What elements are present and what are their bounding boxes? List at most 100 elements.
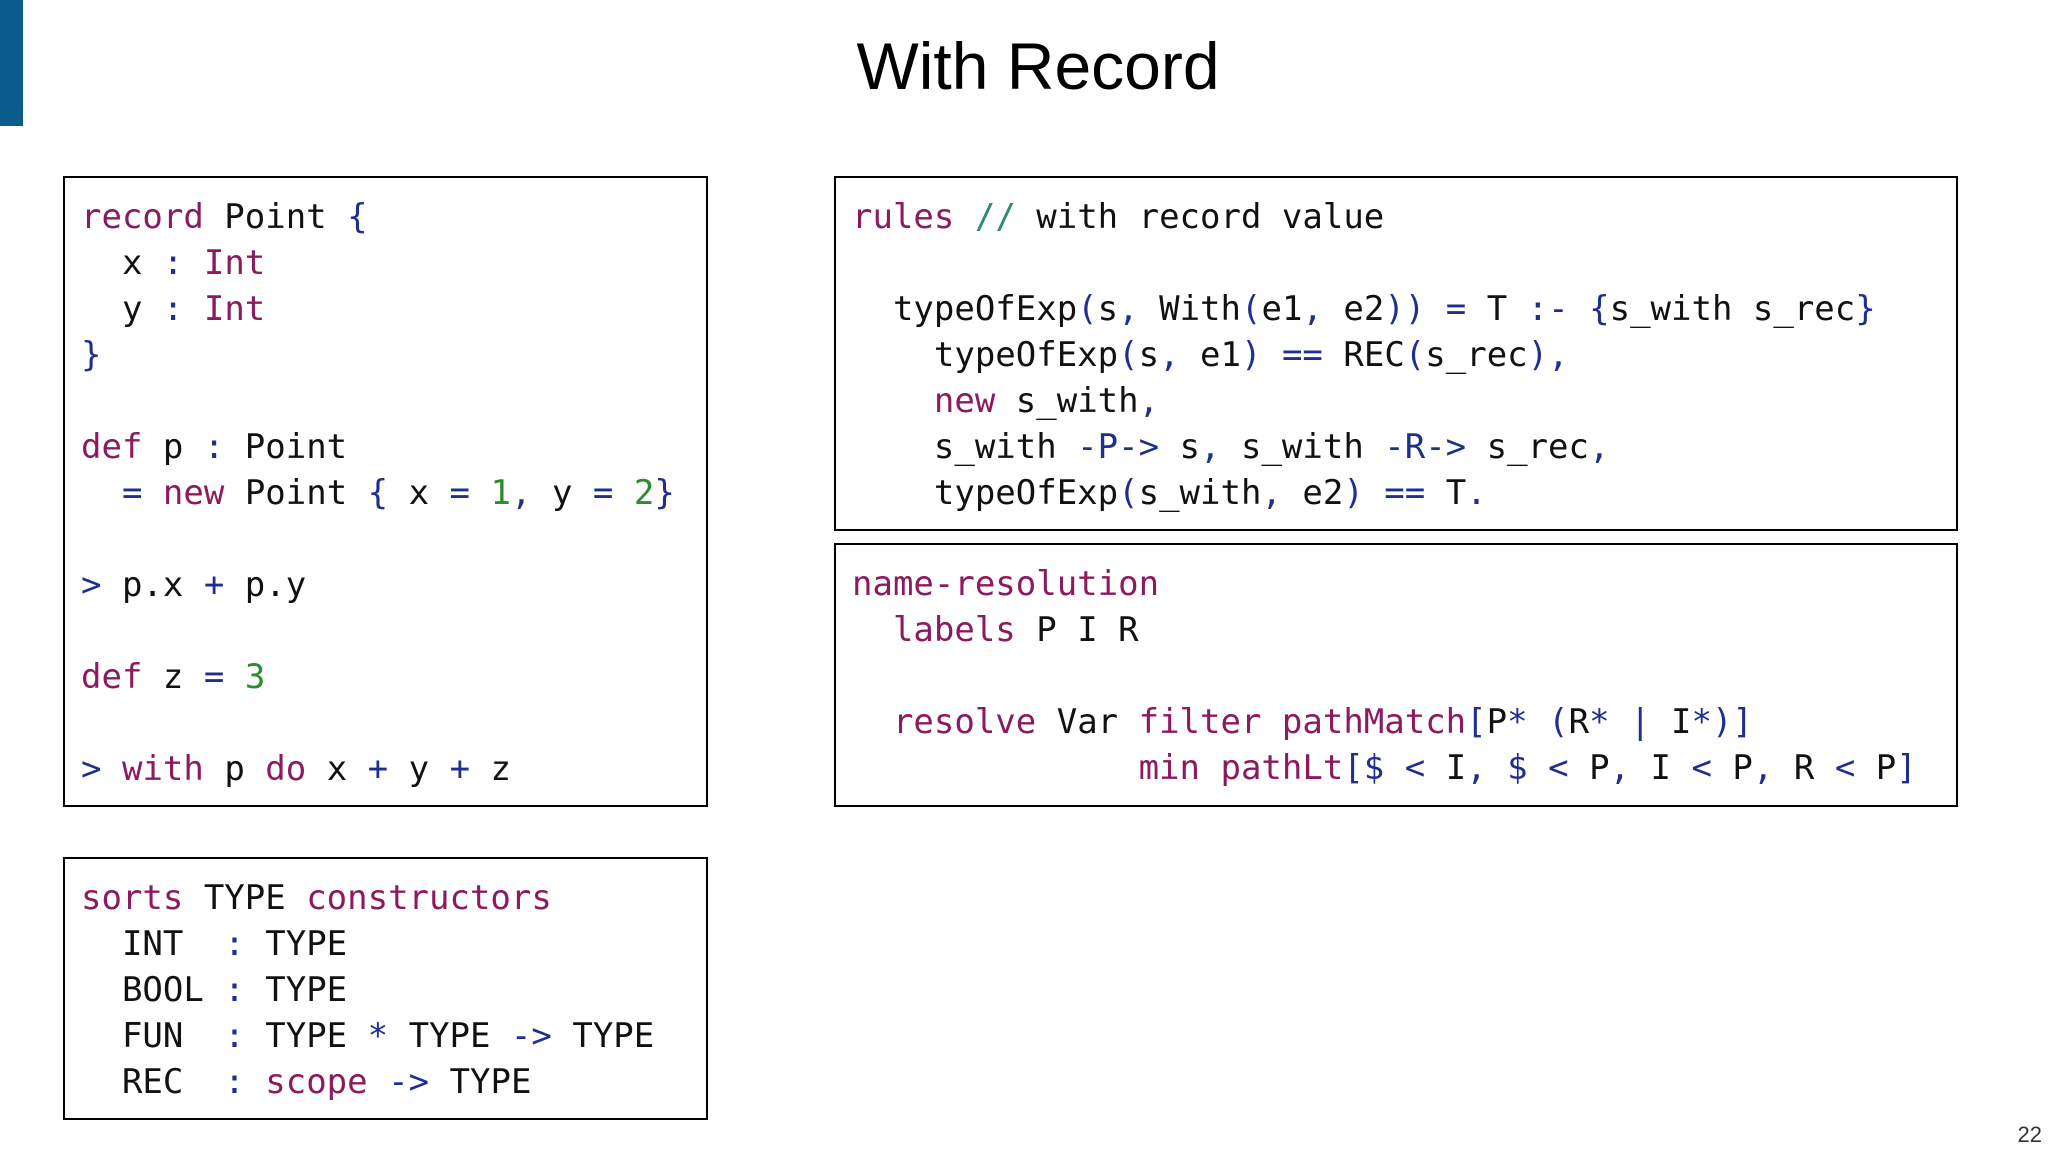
code-token — [1528, 748, 1548, 788]
code-token: BOOL — [81, 970, 225, 1010]
code-token: + — [203, 565, 225, 605]
code-line: FUN : TYPE * TYPE -> TYPE — [81, 1013, 690, 1059]
code-token: With — [1138, 289, 1241, 329]
code-token: Var — [1036, 702, 1139, 742]
code-token: ) — [1240, 335, 1262, 375]
code-token: , — [1200, 427, 1221, 467]
code-line — [81, 608, 690, 654]
code-token: , — [1466, 748, 1487, 788]
code-token: constructors — [306, 878, 552, 918]
code-token: P — [1486, 702, 1508, 742]
code-token: : — [224, 970, 245, 1010]
code-token: FUN — [81, 1016, 225, 1056]
code-token: y — [531, 473, 593, 513]
code-token: s_with — [852, 427, 1078, 467]
code-token: s_with s_rec — [1609, 289, 1856, 329]
code-token: typeOfExp — [852, 289, 1078, 329]
code-token: > — [81, 749, 102, 789]
code-token: I — [1630, 748, 1692, 788]
code-token: x — [306, 749, 368, 789]
code-line: rules // with record value — [852, 194, 1940, 240]
code-token: sorts — [81, 878, 184, 918]
code-token — [1610, 702, 1630, 742]
code-token: : — [162, 243, 184, 283]
code-line: resolve Var filter pathMatch[P* (R* | I*… — [852, 699, 1940, 745]
code-token: def — [81, 657, 143, 697]
code-token: do — [265, 749, 307, 789]
code-token: = — [449, 473, 471, 513]
code-line: > p.x + p.y — [81, 562, 690, 608]
name-resolution-box: name-resolution labels P I R resolve Var… — [834, 543, 1958, 807]
code-line: x : Int — [81, 240, 690, 286]
code-token: } — [81, 335, 102, 375]
code-token: e1 — [1261, 289, 1303, 329]
code-line: y : Int — [81, 286, 690, 332]
code-token: y — [388, 749, 450, 789]
code-token: :- — [1527, 289, 1569, 329]
code-line: INT : TYPE — [81, 921, 690, 967]
record-program-box: record Point { x : Int y : Int}def p : P… — [63, 176, 708, 807]
code-token: pathLt — [1220, 748, 1344, 788]
code-token: -> — [388, 1062, 430, 1102]
code-token: min — [1138, 748, 1200, 788]
code-token: ] — [1896, 748, 1917, 788]
code-line: BOOL : TYPE — [81, 967, 690, 1013]
code-token: Point — [203, 197, 348, 237]
code-token: TYPE — [429, 1062, 532, 1102]
code-token: record — [81, 197, 204, 237]
code-token: : — [224, 924, 245, 964]
code-line — [81, 516, 690, 562]
code-token: TYPE — [388, 1016, 511, 1056]
code-token: * — [1507, 702, 1528, 742]
code-token: s_with — [1138, 473, 1262, 513]
code-token — [81, 473, 122, 513]
code-token: , — [1261, 473, 1282, 513]
code-token: | — [1630, 702, 1651, 742]
code-token — [224, 657, 244, 697]
code-token — [613, 473, 633, 513]
code-line: typeOfExp(s_with, e2) == T. — [852, 470, 1940, 516]
code-token: ( — [1118, 335, 1139, 375]
code-token — [1569, 289, 1589, 329]
code-token: P I R — [1015, 610, 1139, 650]
code-token: { — [347, 197, 368, 237]
code-token — [1425, 289, 1445, 329]
code-token: s_rec — [1425, 335, 1528, 375]
code-line — [81, 378, 690, 424]
code-token — [1364, 473, 1384, 513]
code-token — [183, 289, 203, 329]
code-token: s — [1159, 427, 1201, 467]
code-token: , — [1159, 335, 1180, 375]
code-token — [183, 243, 203, 283]
code-line: sorts TYPE constructors — [81, 875, 690, 921]
code-token: , — [1138, 381, 1160, 421]
code-token: , — [1302, 289, 1323, 329]
code-token — [852, 381, 934, 421]
code-line: REC : scope -> TYPE — [81, 1059, 690, 1105]
code-line: name-resolution — [852, 561, 1940, 607]
code-token: : — [224, 1016, 245, 1056]
code-token: == — [1384, 473, 1426, 513]
code-token: : — [224, 1062, 245, 1102]
code-token: < — [1691, 748, 1712, 788]
code-token: TYPE — [183, 878, 307, 918]
code-token — [954, 197, 974, 237]
code-token: x — [81, 243, 163, 283]
code-token: p — [203, 749, 266, 789]
code-token: * — [1589, 702, 1610, 742]
code-token: -R-> — [1384, 427, 1467, 467]
code-token — [1487, 748, 1507, 788]
code-token: )) — [1384, 289, 1426, 329]
code-token: z — [142, 657, 204, 697]
code-token: < — [1548, 748, 1569, 788]
code-line: } — [81, 332, 690, 378]
code-token: T — [1425, 473, 1467, 513]
code-token: } — [654, 473, 675, 513]
code-token — [1261, 335, 1281, 375]
code-token: Int — [203, 243, 266, 283]
code-line — [852, 653, 1940, 699]
code-token: x — [388, 473, 450, 513]
code-token: typeOfExp — [852, 335, 1119, 375]
code-token: -P-> — [1077, 427, 1160, 467]
code-token: + — [367, 749, 389, 789]
